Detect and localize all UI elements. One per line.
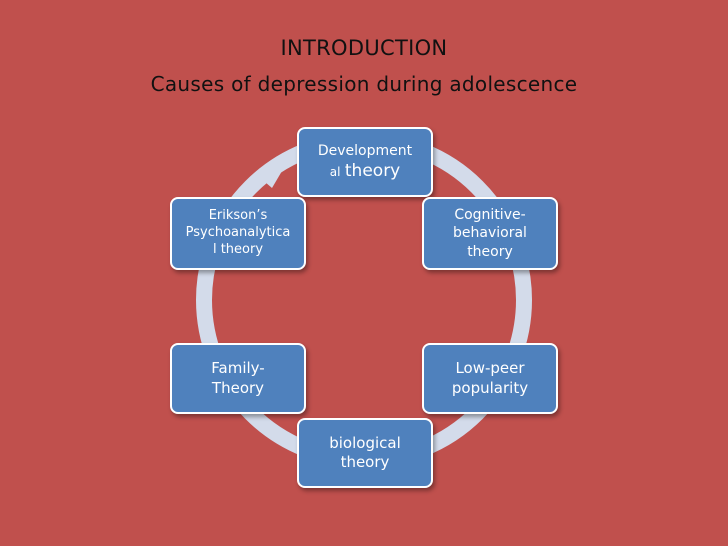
node-low-peer-popularity: Low-peer popularity [422,343,558,414]
node-lowpeer-label: Low-peer popularity [451,359,529,397]
node-developmental-label: Development al theory [318,142,412,182]
node-family-label: Family- Theory [211,359,265,397]
node-cognitive-behavioral-theory: Cognitive- behavioral theory [422,197,558,270]
node-erikson-psychoanalytical-theory: Erikson’s Psychoanalytica l theory [170,197,306,270]
node-cognitive-label: Cognitive- behavioral theory [453,207,527,260]
node-developmental-theory: Development al theory [297,127,433,197]
slide-title: INTRODUCTION [280,36,448,60]
node-developmental-line-1: Development [317,142,413,159]
node-biological-label: biological theory [329,433,401,472]
cycle-arrow-icon [258,154,292,188]
node-biological-theory: biological theory [297,418,433,488]
slide-subtitle: Causes of depression during adolescence [150,72,578,96]
node-developmental-line-2: al theory [329,161,401,182]
node-family-theory: Family- Theory [170,343,306,414]
node-erikson-label: Erikson’s Psychoanalytica l theory [185,208,291,257]
